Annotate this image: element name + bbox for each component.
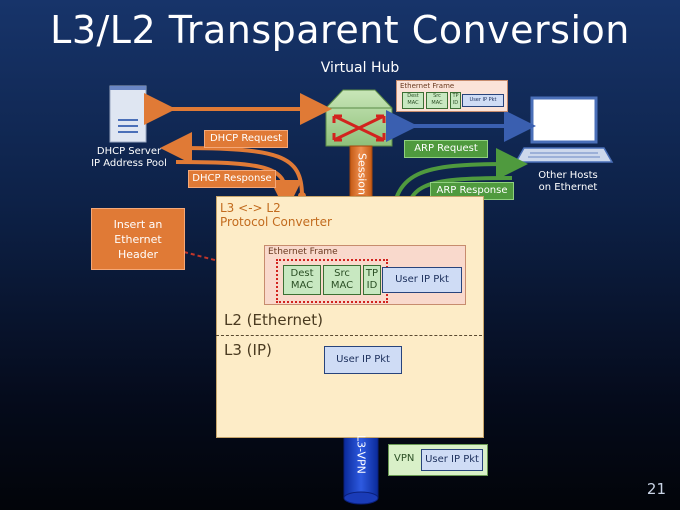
src-mac-field: Src MAC (323, 265, 361, 295)
mini-dest-line2: MAC (407, 100, 419, 106)
converter-title: L3 <-> L2 Protocol Converter (220, 201, 332, 229)
converter-line2: Protocol Converter (220, 215, 332, 229)
hub-switch-icon (325, 89, 393, 147)
tpid-line1: TP (365, 268, 379, 279)
mini-src-line2: MAC (431, 100, 443, 106)
vpn-user-ip-packet: User IP Pkt (421, 449, 483, 471)
frame-user-ip-packet: User IP Pkt (382, 267, 462, 293)
l3-user-ip-packet: User IP Pkt (324, 346, 402, 374)
dhcp-server-label: DHCP Server IP Address Pool (74, 146, 184, 170)
vpn-packet-box: VPN User IP Pkt (388, 444, 488, 476)
dhcp-request-label: DHCP Request (204, 130, 288, 148)
mini-dest-mac: Dest MAC (402, 92, 424, 109)
insert-header-callout: Insert an Ethernet Header (91, 208, 185, 270)
page-number: 21 (646, 480, 666, 498)
arp-request-label: ARP Request (404, 140, 488, 158)
other-hosts-line1: Other Hosts (538, 170, 598, 181)
arp-response-label: ARP Response (430, 182, 514, 200)
mini-ethernet-frame: Ethernet Frame Dest MAC Src MAC TP ID Us… (396, 80, 508, 112)
other-hosts-label: Other Hosts on Ethernet (518, 170, 618, 194)
insert-line3: Header (117, 247, 159, 261)
server-icon (109, 85, 147, 143)
mini-dest-line1: Dest (407, 93, 419, 99)
insert-line1: Insert an (113, 217, 163, 231)
insert-line2: Ethernet (114, 232, 162, 246)
session-label: Session (355, 153, 369, 195)
mini-src-mac: Src MAC (426, 92, 448, 109)
slide-title: L3/L2 Transparent Conversion (50, 8, 630, 52)
mini-src-line1: Src (433, 93, 441, 99)
dest-mac-line2: MAC (290, 280, 314, 291)
tpid-field: TP ID (363, 265, 381, 295)
tpid-line2: ID (366, 280, 378, 291)
src-mac-line1: Src (334, 268, 350, 279)
dest-mac-field: Dest MAC (283, 265, 321, 295)
l3-ip-label: L3 (IP) (224, 341, 272, 359)
ethernet-frame-label: Ethernet Frame (268, 247, 338, 257)
dhcp-server-line1: DHCP Server (96, 146, 162, 157)
mini-tpid-line2: ID (452, 100, 459, 106)
dhcp-response-arrow (175, 160, 302, 212)
mini-frame-label: Ethernet Frame (400, 82, 455, 90)
computer-icon (514, 96, 614, 163)
l2-ethernet-label: L2 (Ethernet) (224, 311, 323, 329)
session-label-wrap: Session (352, 148, 372, 200)
virtual-hub-label: Virtual Hub (320, 60, 400, 76)
mini-payload: User IP Pkt (462, 94, 504, 107)
other-hosts-line2: on Ethernet (538, 182, 598, 193)
converter-line1: L3 <-> L2 (220, 201, 281, 215)
layer-divider (216, 335, 482, 336)
protocol-converter-box (216, 196, 484, 438)
vpn-tunnel-label-wrap: L3-VPN (346, 414, 376, 494)
vpn-tunnel-label: L3-VPN (354, 434, 368, 474)
src-mac-line2: MAC (330, 280, 354, 291)
mini-tpid: TP ID (450, 92, 461, 109)
dhcp-response-label: DHCP Response (188, 170, 276, 188)
dhcp-server-line2: IP Address Pool (91, 158, 167, 169)
dest-mac-line1: Dest (290, 268, 314, 279)
mini-tpid-line1: TP (452, 93, 459, 99)
vpn-label: VPN (394, 453, 415, 464)
